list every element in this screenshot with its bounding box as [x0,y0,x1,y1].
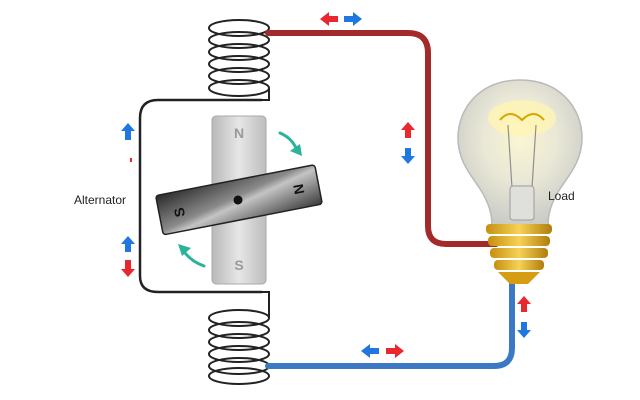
rotor-south: S [171,206,188,218]
current-arrow-icon-alt-bottom [121,236,135,277]
negative-wire [265,277,515,369]
current-arrow-icon-top-left [320,12,362,26]
rotation-arrow-icon-lower [178,244,206,268]
current-arrow-icon-alt-top [121,123,135,162]
current-arrow-icon-blue-wire [517,296,531,338]
fixed-magnet-north: N [234,125,244,141]
rotor-north: N [290,183,308,196]
rotor-axle [233,195,243,205]
top-coil-icon [208,19,270,101]
current-arrow-icon-bottom [361,344,404,358]
rotation-arrow-icon [278,131,302,156]
light-bulb-icon [457,79,583,284]
positive-wire [265,30,499,247]
rotor-magnet-icon: S N [155,164,323,236]
fixed-magnet-south: S [234,257,243,273]
alternator-frame-wire [138,98,262,294]
bottom-coil-icon [208,291,270,385]
current-arrow-icon-red-wire [401,122,415,164]
alternator-label: Alternator [74,193,127,207]
load-label: Load [548,189,575,203]
